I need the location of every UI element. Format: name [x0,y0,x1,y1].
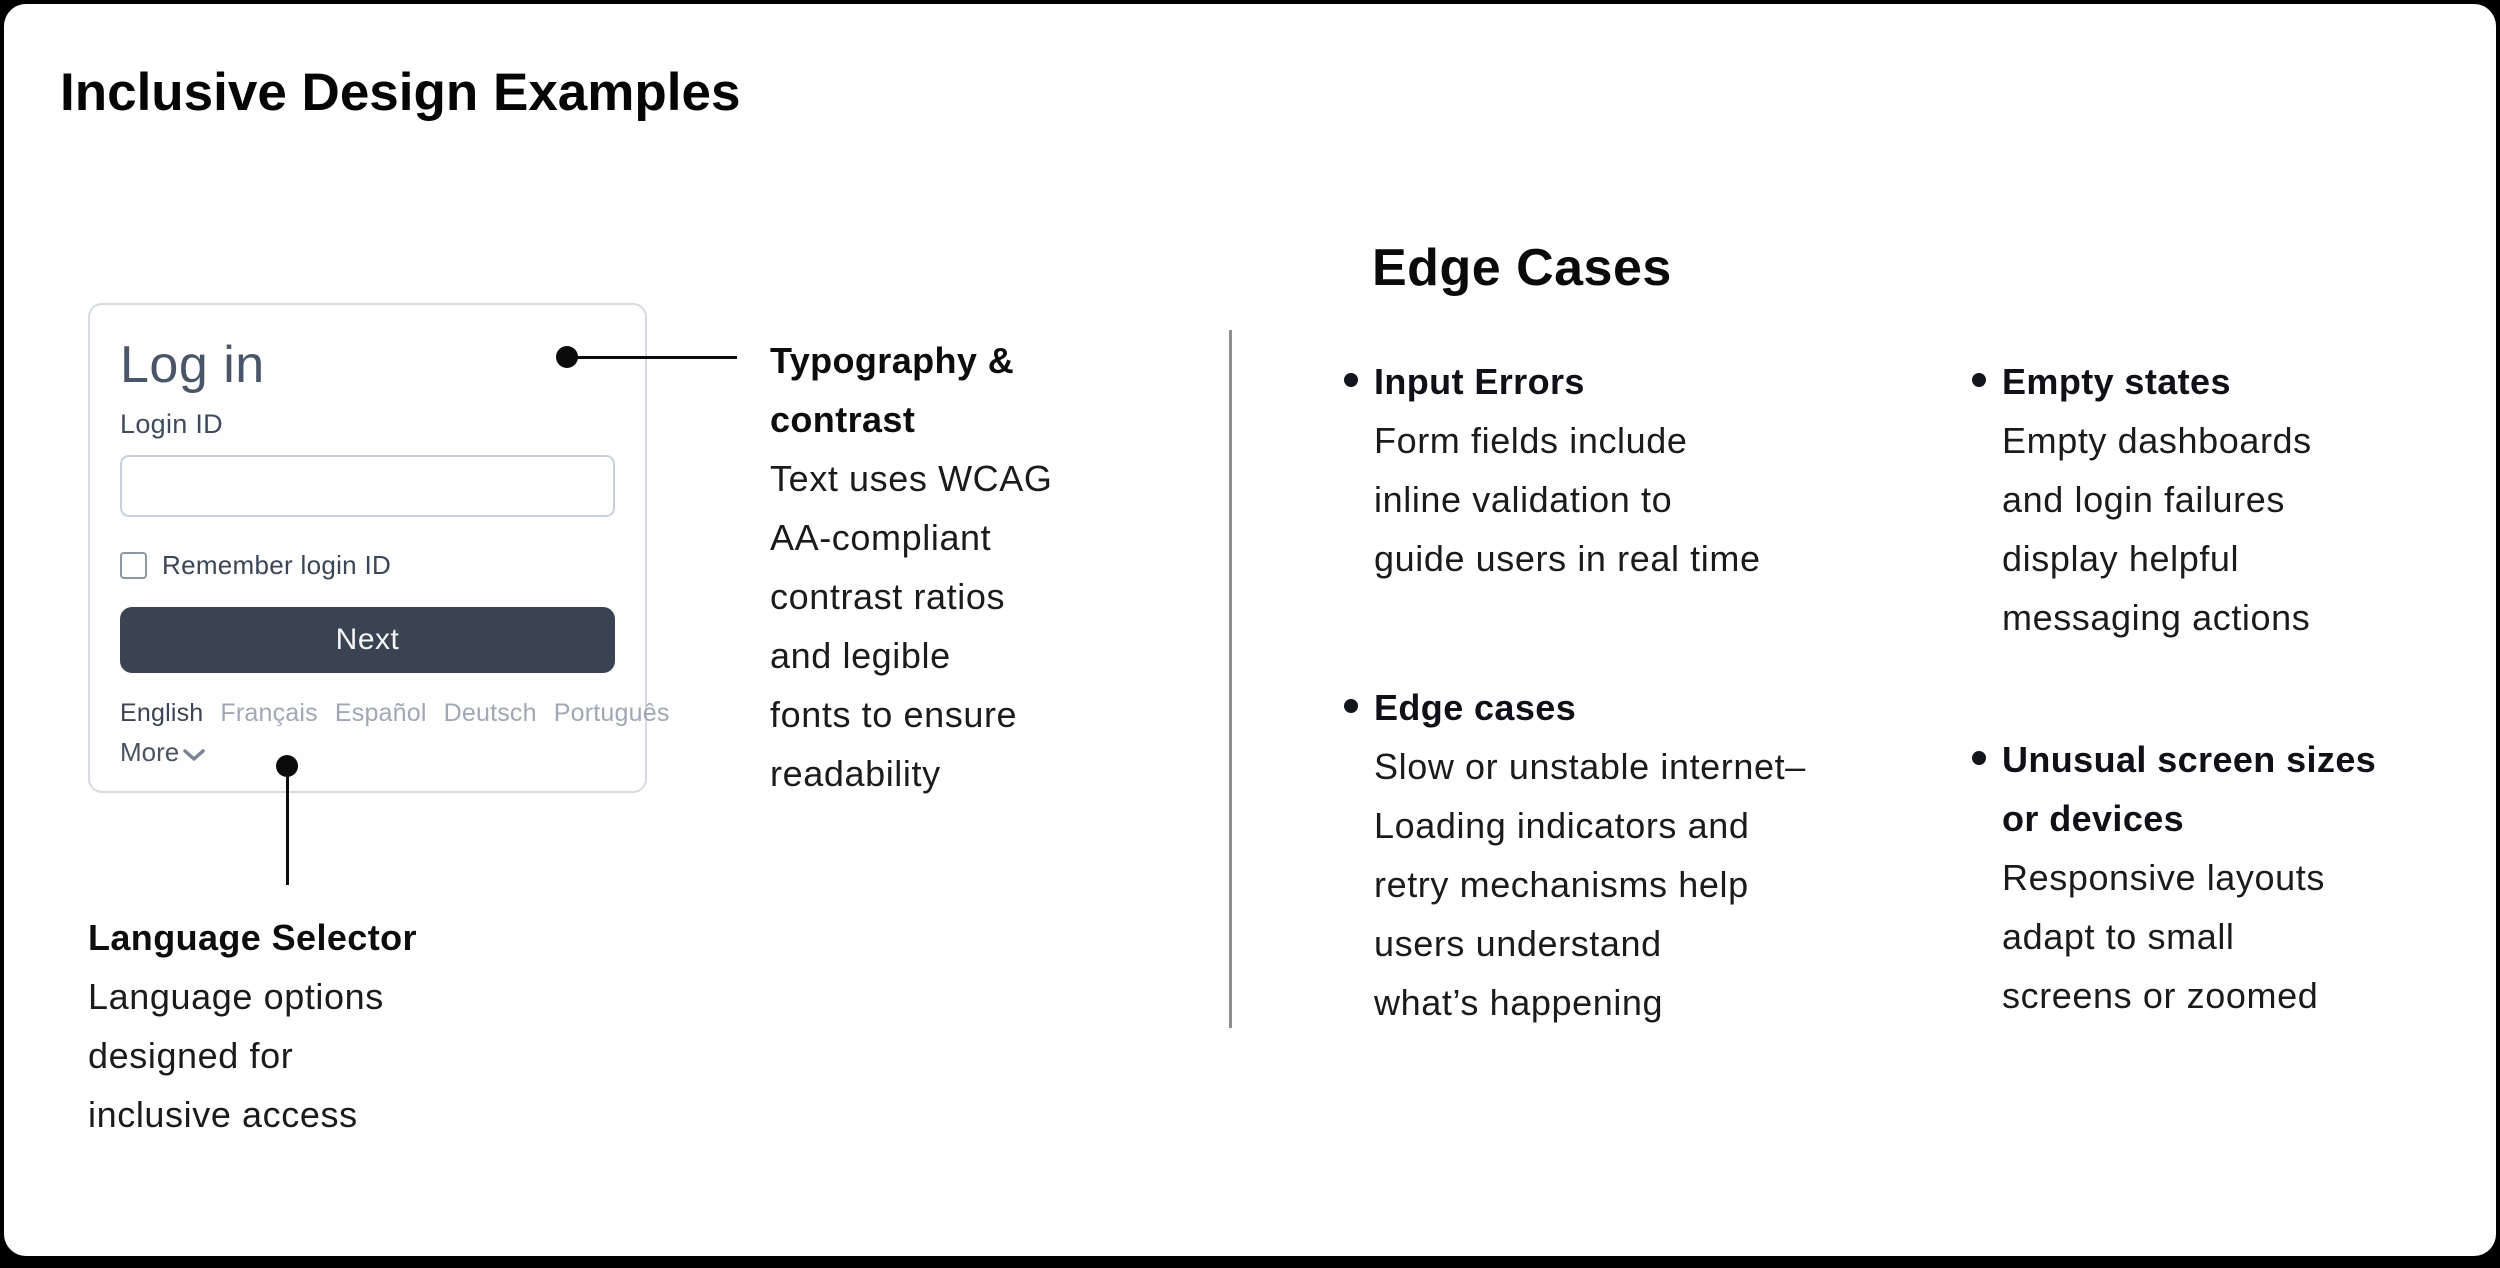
edge-case-body: screens or zoomed [2002,975,2319,1016]
edge-case-body: guide users in real time [1374,538,1761,579]
bullet-icon [1972,373,1986,387]
login-heading: Log in [120,336,265,394]
edge-cases-heading: Edge Cases [1372,239,1672,297]
edge-case-body: users understand [1374,923,1662,964]
edge-case-body: display helpful [2002,538,2240,579]
edge-case-title: Input Errors [1374,361,1585,402]
typography-annotation-body: fonts to ensure [770,694,1018,735]
section-divider [1229,330,1232,1028]
edge-case-title: or devices [2002,798,2185,839]
typography-annotation: Typography & contrast Text uses WCAG AA-… [770,331,1052,803]
edge-case-item-edge-cases: Edge cases Slow or unstable internet– Lo… [1344,678,1806,1032]
edge-case-item-input-errors: Input Errors Form fields include inline … [1344,352,1761,588]
language-option-espanol[interactable]: Español [334,699,427,727]
remember-label: Remember login ID [162,550,392,580]
edge-case-body: Form fields include [1374,420,1688,461]
language-option-english[interactable]: English [120,699,204,727]
typography-annotation-body: Text uses WCAG [770,458,1053,499]
typography-annotation-body: contrast ratios [770,576,1006,617]
login-id-label: Login ID [120,409,223,439]
edge-case-body: adapt to small [2002,916,2235,957]
more-languages-button[interactable]: More [120,737,207,768]
edge-case-item-unusual-screens: Unusual screen sizes or devices Responsi… [1972,730,2377,1025]
typography-annotation-title: Typography & [770,340,1015,381]
edge-case-body: what’s happening [1374,982,1664,1023]
edge-case-title: Empty states [2002,361,2231,402]
bullet-icon [1972,751,1986,765]
language-option-deutsch[interactable]: Deutsch [443,699,537,727]
login-id-input[interactable] [120,455,615,517]
edge-case-body: Empty dashboards [2002,420,2312,461]
language-option-francais[interactable]: Français [220,699,318,727]
language-selector-annotation-body: inclusive access [88,1094,358,1135]
next-button[interactable]: Next [120,607,615,673]
edge-case-title: Edge cases [1374,687,1577,728]
typography-annotation-title: contrast [770,399,916,440]
edge-case-body: retry mechanisms help [1374,864,1749,905]
bullet-icon [1344,699,1358,713]
typography-annotation-body: and legible [770,635,951,676]
remember-checkbox[interactable] [120,552,147,579]
page-title: Inclusive Design Examples [60,63,741,122]
callout-line-language-selector [286,766,289,885]
edge-case-title: Unusual screen sizes [2002,739,2377,780]
language-option-portugues[interactable]: Português [553,699,670,727]
language-selector-annotation-title: Language Selector [88,917,417,958]
language-selector-annotation-body: designed for [88,1035,294,1076]
more-label: More [120,737,180,767]
language-row: English Français Español Deutsch Portugu… [120,699,670,728]
edge-case-body: messaging actions [2002,597,2311,638]
remember-row: Remember login ID [120,550,391,581]
chevron-down-icon [183,748,205,761]
edge-case-body: Slow or unstable internet– [1374,746,1806,787]
edge-case-body: Responsive layouts [2002,857,2325,898]
edge-case-item-empty-states: Empty states Empty dashboards and login … [1972,352,2312,647]
typography-annotation-body: readability [770,753,941,794]
callout-line-typography [567,356,737,359]
language-selector-annotation: Language Selector Language options desig… [88,908,417,1144]
language-selector-annotation-body: Language options [88,976,384,1017]
login-card: Log in Login ID Remember login ID Next E… [88,303,669,793]
typography-annotation-body: AA-compliant [770,517,992,558]
edge-case-body: Loading indicators and [1374,805,1750,846]
bullet-icon [1344,373,1358,387]
edge-case-body: inline validation to [1374,479,1673,520]
edge-case-body: and login failures [2002,479,2285,520]
